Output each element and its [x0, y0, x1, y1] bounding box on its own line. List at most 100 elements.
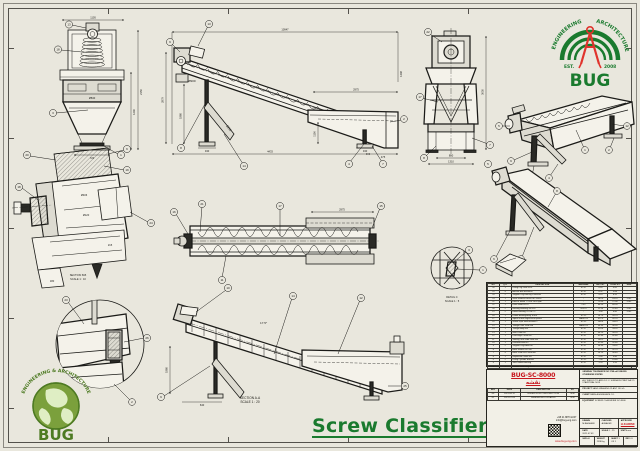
svg-text:10: 10	[226, 286, 230, 290]
svg-text:17: 17	[418, 95, 422, 99]
website-link[interactable]: www.bug-eng.com	[555, 440, 577, 443]
bom-cell-ds: Base Frame IPE 200	[510, 347, 575, 353]
tb-size-cell: SIZE A1	[580, 437, 593, 445]
svg-text:2150: 2150	[139, 89, 143, 95]
drawing-number-fa: نقشه	[525, 380, 541, 386]
svg-text:8: 8	[556, 189, 558, 193]
svg-text:22: 22	[426, 30, 430, 34]
svg-text:8: 8	[180, 146, 182, 150]
bom-cell-rm	[621, 293, 638, 298]
tb-weight-value: 2398 kg	[596, 441, 605, 444]
svg-text:6: 6	[493, 257, 495, 261]
title-block-right: GENERAL TOLERANCE ISO 2768-mK UNLESS OTH…	[580, 370, 637, 446]
bom-cell-rm	[621, 286, 638, 291]
bom-cell-ds: Trough Liner Plate t=8	[510, 323, 575, 329]
svg-text:1: 1	[482, 268, 484, 272]
svg-text:2975: 2975	[353, 88, 359, 92]
bom-cell-rm	[621, 330, 638, 336]
view-isometric-lower: 6 11 8	[484, 165, 640, 267]
svg-text:14: 14	[242, 164, 246, 168]
tb-units-label: UNITS	[620, 429, 627, 432]
bom-cell-ds: Discharge Chute t=6	[510, 334, 575, 339]
tb-weight-label: WEIGHT	[596, 438, 605, 441]
bom-cell-rm	[621, 344, 638, 349]
contact-email: info@bug-eng.com	[556, 419, 577, 422]
svg-text:340: 340	[205, 149, 210, 153]
frame-ticks-bottom	[8, 437, 632, 443]
bom-cell-rm: PUR.	[621, 299, 638, 305]
view-detail-c-circular: 3 1 DETAIL C SCALE 1 : 5	[424, 238, 487, 304]
bom-cell-ds: Inspection Cover t=4	[510, 354, 575, 360]
frame-ticks-top	[8, 8, 632, 14]
view-screw-assembly-plan: 2975 16 21 17 15 11	[166, 196, 386, 284]
svg-text:8: 8	[423, 156, 425, 160]
tb-project-row: PROJECT SAND WASHING PLANT 150 t/h	[580, 387, 637, 393]
svg-text:12: 12	[359, 296, 363, 300]
svg-text:7: 7	[382, 162, 384, 166]
svg-text:1105: 1105	[90, 16, 96, 20]
tb-rev-value: 01	[630, 438, 633, 441]
tb-equipment-value: SCREW CLASSIFIER SC-8000	[594, 399, 626, 402]
svg-text:850: 850	[449, 154, 454, 158]
svg-text:2: 2	[403, 117, 405, 121]
svg-text:13: 13	[207, 22, 211, 26]
view-detail-d-circular: 23 26 2	[44, 292, 160, 406]
svg-text:Ø840: Ø840	[89, 96, 96, 100]
view-inclined-trough-section: 1866 640 17.5° 10 14 12 9 25	[152, 284, 414, 410]
bom-cell-rm	[621, 327, 638, 332]
tb-equipment-row: EQUIPMENT SCREW CLASSIFIER SC-8000	[580, 399, 637, 420]
svg-text:19: 19	[125, 168, 129, 172]
bom-cell-ds: Drive Shaft Ø120	[510, 303, 575, 308]
bom-cell-rm	[621, 351, 638, 356]
tb-date-cell: DATE 2021.07.03	[580, 429, 598, 437]
svg-text:3: 3	[468, 248, 470, 252]
tb-date-label: DATE	[582, 429, 588, 432]
tb-client-label: CLIENT	[582, 393, 590, 396]
svg-text:1240: 1240	[132, 109, 136, 115]
bom-cell-ds: Lower Bearing Assy. Ø100	[510, 313, 575, 319]
title-block: BUG-SC-8000 نقشه REV DATE DESCRIPTION BY…	[486, 369, 638, 447]
tb-rev-cell: REV 01	[622, 437, 637, 445]
bom-col-remark: REM.	[621, 282, 638, 288]
svg-text:1: 1	[120, 153, 122, 157]
bom-cell-rm	[621, 340, 638, 346]
tb-units-value: mm	[627, 429, 632, 432]
svg-text:2250: 2250	[225, 124, 233, 132]
tb-units-cell: UNITS mm	[617, 428, 637, 437]
bom-cell-rm	[621, 357, 638, 363]
bom-header-row: NO. QTY DESCRIPTION MATERIAL UNIT WT. TO…	[487, 282, 638, 288]
svg-text:640: 640	[200, 403, 205, 407]
svg-text:12: 12	[625, 124, 629, 128]
bom-cell-rm: PUR.	[621, 364, 638, 370]
bom-cell-ds: Electric Motor 7.5 kW 1450 rpm	[510, 299, 575, 305]
tb-rev-label: REV	[625, 438, 630, 441]
tb-weight-cell: WEIGHT 2398 kg	[593, 437, 608, 445]
view-bearing-cross-section: Ø406 Ø120 215 180 SECTION B-B SCALE 1 : …	[11, 142, 160, 292]
svg-text:1: 1	[584, 148, 586, 152]
svg-text:20: 20	[25, 153, 29, 157]
section-label-a: SECTION A-A SCALE 1 : 20	[222, 396, 278, 404]
bom-cell-ds: Anchor Bolt M20x400	[510, 289, 575, 295]
svg-text:3: 3	[52, 111, 54, 115]
logo-top-right: ENGINEERING ARCHITECTURE EST. 2008 BUG	[548, 16, 632, 91]
bom-cell-rm: PUR.	[621, 306, 638, 312]
tb-drawn-label: DRAWN	[582, 420, 590, 423]
view-end-elevation: 3030 850 1310 22 17 8 7 5	[414, 22, 500, 168]
svg-text:Ø406: Ø406	[81, 193, 88, 197]
svg-text:1448: 1448	[399, 71, 403, 77]
bom-cell-ds: Support Leg HEA 200	[510, 344, 575, 349]
svg-text:4: 4	[548, 176, 550, 180]
tb-project-value: SAND WASHING PLANT 150 t/h	[592, 388, 625, 391]
